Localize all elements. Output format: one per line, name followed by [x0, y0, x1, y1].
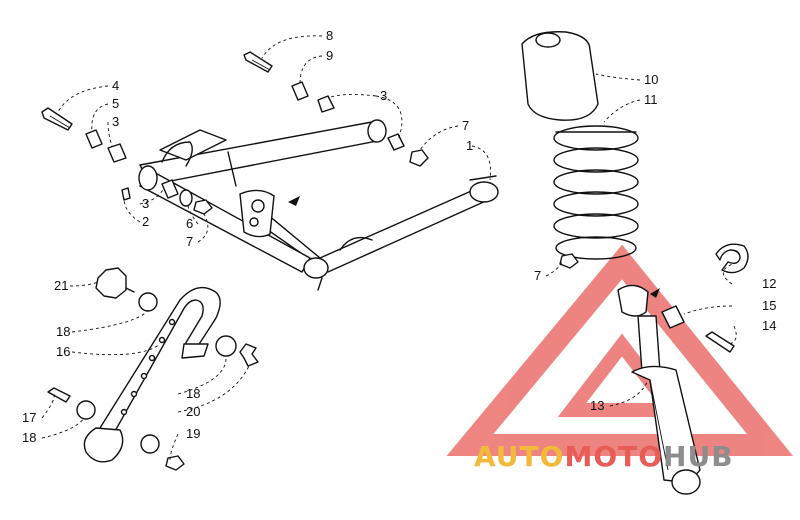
svg-text:AUTOMOTOHUB: AUTOMOTOHUB: [474, 440, 734, 473]
wing-nut: [239, 343, 259, 367]
knob: [95, 267, 135, 299]
callout-3: 3: [380, 88, 387, 103]
hardware-upper: [243, 51, 429, 167]
callout-13: 13: [590, 398, 604, 413]
bolt: [47, 387, 71, 403]
watermark-auto: AUTO: [474, 440, 564, 473]
washer: [138, 292, 158, 312]
nut: [559, 253, 579, 269]
pointer-arrow: [288, 196, 300, 206]
washer: [140, 434, 160, 454]
callout-18: 18: [186, 386, 200, 401]
bolt: [705, 331, 735, 353]
callout-17: 17: [22, 410, 36, 425]
callout-18: 18: [56, 324, 70, 339]
callout-10: 10: [644, 72, 658, 87]
watermark-hub: HUB: [663, 440, 734, 473]
callout-20: 20: [186, 404, 200, 419]
callout-16: 16: [56, 344, 70, 359]
callout-3: 3: [142, 196, 149, 211]
callout-21: 21: [54, 278, 68, 293]
callout-19: 19: [186, 426, 200, 441]
limiter-strap: [83, 286, 221, 463]
callout-18: 18: [22, 430, 36, 445]
callout-5: 5: [112, 96, 119, 111]
pointer-arrow: [650, 288, 660, 298]
callout-8: 8: [326, 28, 333, 43]
callout-6: 6: [186, 216, 193, 231]
leader-lines: [41, 35, 739, 461]
nut: [165, 455, 185, 471]
watermark-moto: MOTO: [564, 440, 663, 473]
callout-7: 7: [534, 268, 541, 283]
bump-stop: [521, 31, 599, 121]
callout-14: 14: [762, 318, 776, 333]
callout-11: 11: [644, 92, 658, 107]
callout-1: 1: [466, 138, 473, 153]
watermark-logo: AUTOMOTOHUB: [474, 440, 734, 473]
callout-9: 9: [326, 48, 333, 63]
callout-12: 12: [762, 276, 776, 291]
a-arm: [138, 119, 499, 291]
washer: [76, 400, 96, 420]
washer: [215, 335, 237, 357]
callout-2: 2: [142, 214, 149, 229]
spring: [553, 125, 639, 260]
shock-absorber: [617, 284, 701, 495]
hardware-left: [41, 107, 213, 215]
retaining-clip: [715, 243, 749, 274]
callout-4: 4: [112, 78, 119, 93]
callout-7: 7: [186, 234, 193, 249]
callout-labels: 8 9 4 5 3 3 7 1 3 2 6 7 21 18 16 17 18 1…: [22, 28, 776, 445]
callout-7: 7: [462, 118, 469, 133]
callout-15: 15: [762, 298, 776, 313]
callout-3: 3: [112, 114, 119, 129]
pin: [661, 305, 685, 329]
